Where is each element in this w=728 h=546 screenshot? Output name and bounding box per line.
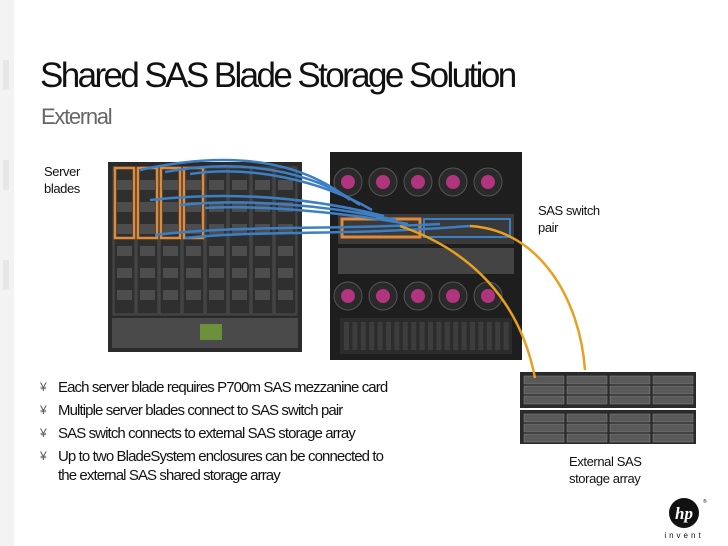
drive-bay xyxy=(610,424,650,432)
blade-enclosure-image xyxy=(108,162,302,352)
sas-switch-label: SAS switch pair xyxy=(538,202,600,236)
drive-bay xyxy=(524,414,564,422)
drive-bay xyxy=(524,424,564,432)
hp-logo-icon: hp ® invent xyxy=(658,496,710,540)
bullet-item: ¥ Multiple server blades connect to SAS … xyxy=(40,401,510,420)
drive-bay xyxy=(524,396,564,404)
drive-bay xyxy=(653,396,693,404)
bullet-item: ¥ SAS switch connects to external SAS st… xyxy=(40,424,510,443)
storage-array-image xyxy=(520,372,696,444)
bullet-list: ¥ Each server blade requires P700m SAS m… xyxy=(40,378,510,489)
bullet-item: ¥ Up to two BladeSystem enclosures can b… xyxy=(40,447,510,485)
svg-text:®: ® xyxy=(703,498,707,505)
drive-bay xyxy=(653,376,693,384)
hp-logo: hp ® invent xyxy=(658,496,710,540)
bullet-marker: ¥ xyxy=(40,378,46,397)
drive-bay xyxy=(653,424,693,432)
drive-bay xyxy=(610,386,650,394)
drive-bay xyxy=(653,434,693,442)
drive-bay xyxy=(567,396,607,404)
svg-text:hp: hp xyxy=(675,504,693,523)
drive-bay xyxy=(610,414,650,422)
drive-bay xyxy=(653,386,693,394)
drive-bay xyxy=(567,424,607,432)
drive-bay xyxy=(567,434,607,442)
drive-bay xyxy=(610,376,650,384)
drive-bay xyxy=(524,376,564,384)
bullet-marker: ¥ xyxy=(40,401,46,420)
storage-array-label: External SAS storage array xyxy=(569,453,642,487)
server-blades-label: Server blades xyxy=(44,163,80,197)
bullet-item: ¥ Each server blade requires P700m SAS m… xyxy=(40,378,510,397)
bullet-marker: ¥ xyxy=(40,447,46,466)
drive-bay xyxy=(610,434,650,442)
drive-bay xyxy=(567,414,607,422)
drive-bay xyxy=(524,386,564,394)
bullet-marker: ¥ xyxy=(40,424,46,443)
drive-bay xyxy=(567,386,607,394)
drive-bay xyxy=(567,376,607,384)
drive-bay xyxy=(610,396,650,404)
drive-bay xyxy=(524,434,564,442)
lcd-panel xyxy=(200,324,222,340)
svg-text:invent: invent xyxy=(664,531,703,540)
enclosure-rear-image xyxy=(330,152,522,360)
drive-bay xyxy=(653,414,693,422)
